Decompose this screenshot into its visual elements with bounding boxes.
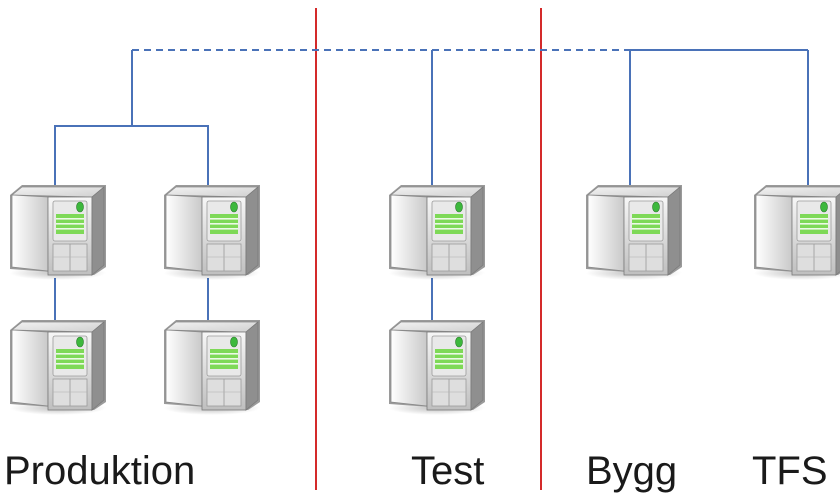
server-icon-test-2 [388,319,486,416]
link-produktion-branch [54,125,209,185]
server-icon-produktion-4 [163,319,261,416]
label-test: Test [411,449,484,493]
server-icon-test-1 [388,184,486,281]
server-icon-produktion-1 [9,184,107,281]
label-tfs: TFS [752,449,828,493]
network-links [54,49,809,322]
label-produktion: Produktion [4,449,195,493]
section-separators [315,8,542,490]
server-icon-tfs [753,184,840,281]
label-bygg: Bygg [586,449,677,493]
server-icon-bygg [585,184,683,281]
server-icon-produktion-3 [9,319,107,416]
server-icon-produktion-2 [163,184,261,281]
